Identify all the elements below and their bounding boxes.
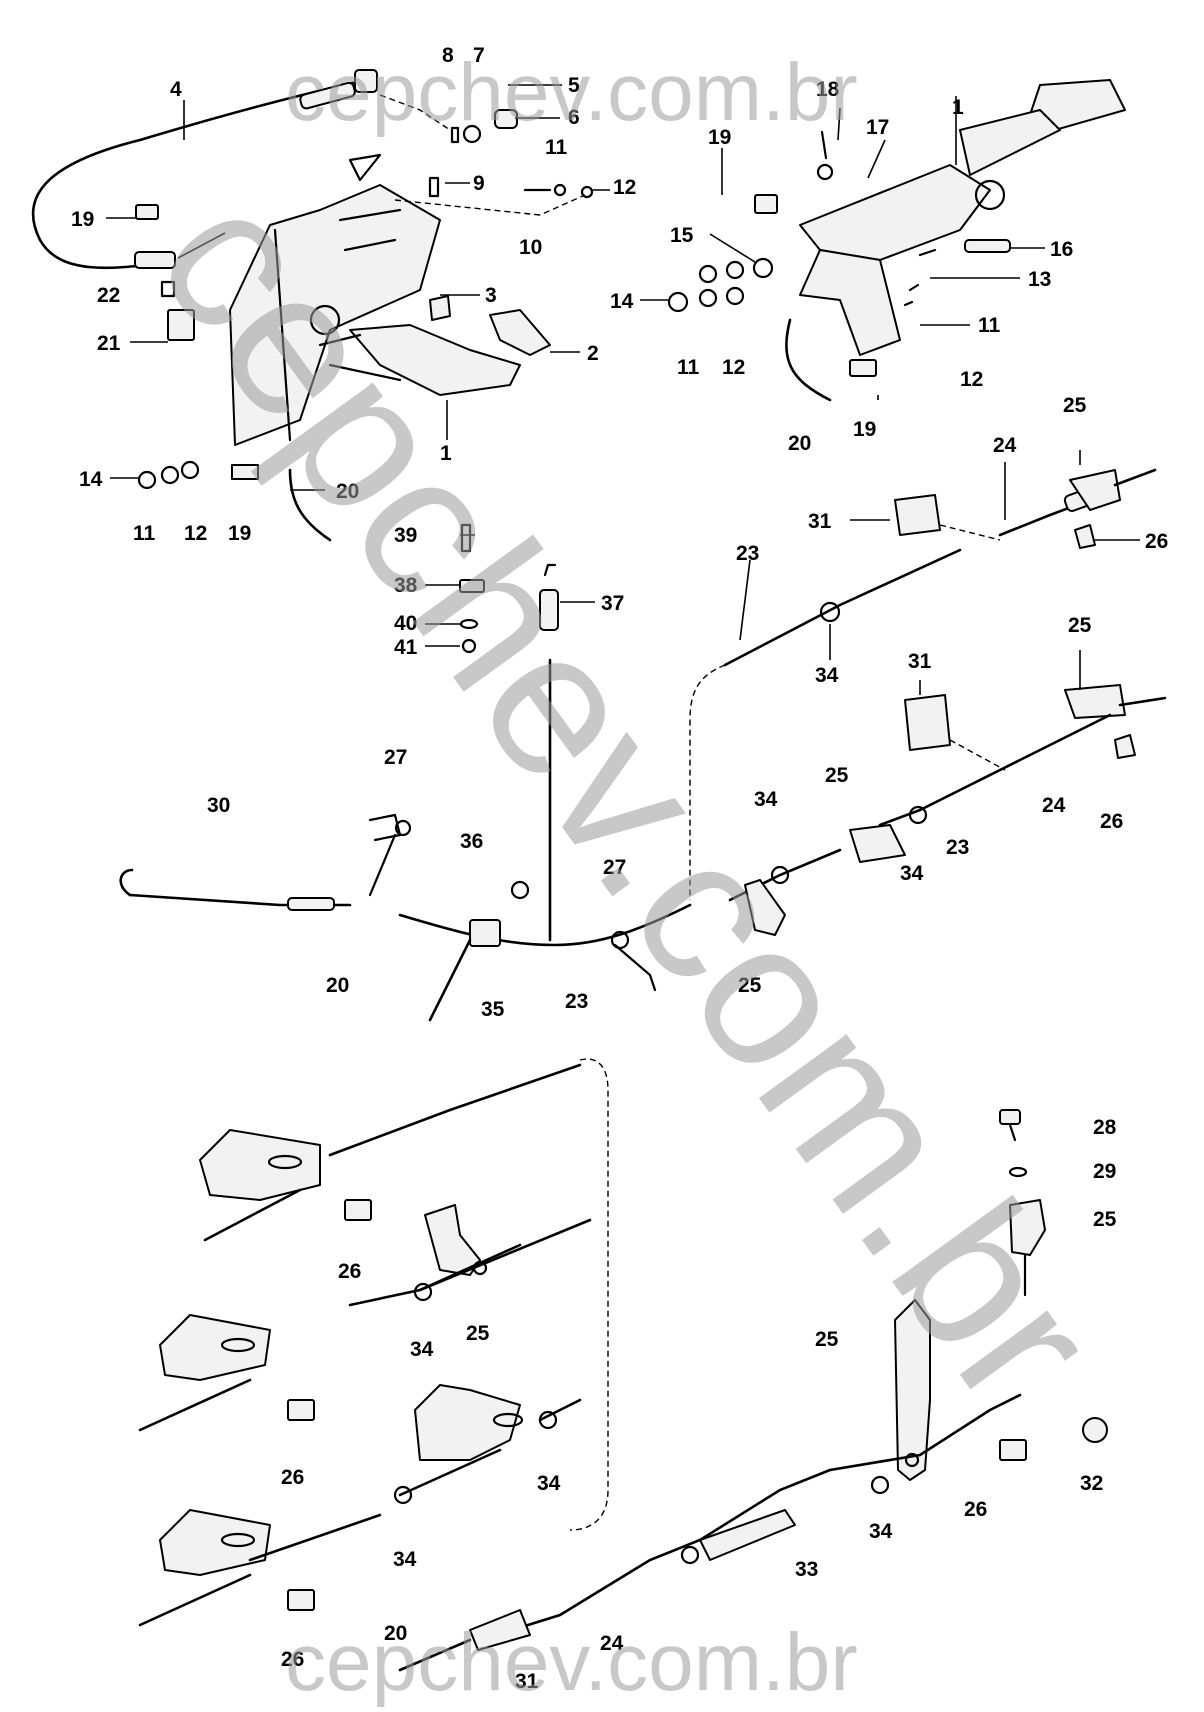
callout-18: 18 <box>816 78 840 101</box>
callout-23: 23 <box>736 542 759 565</box>
cable-system-bottom-right <box>398 1109 1108 1672</box>
callout-22: 22 <box>97 284 120 307</box>
callout-25: 25 <box>466 1322 490 1345</box>
lever-assembly-left <box>31 69 594 542</box>
callout-25: 25 <box>825 764 849 787</box>
callout-34: 34 <box>900 862 924 885</box>
callout-6: 6 <box>568 106 580 129</box>
callout-39: 39 <box>394 524 417 547</box>
callout-34: 34 <box>393 1548 417 1571</box>
callout-10: 10 <box>519 236 542 259</box>
callout-24: 24 <box>993 434 1017 457</box>
callout-11: 11 <box>978 314 1001 337</box>
callout-26: 26 <box>281 1466 304 1489</box>
callout-19: 19 <box>853 418 876 441</box>
callout-27: 27 <box>384 746 407 769</box>
callout-16: 16 <box>1050 238 1073 261</box>
callout-24: 24 <box>1042 794 1066 817</box>
callout-9: 9 <box>473 172 485 195</box>
callout-20: 20 <box>326 974 349 997</box>
callout-4: 4 <box>170 78 182 101</box>
callout-19: 19 <box>228 522 251 545</box>
callout-35: 35 <box>481 998 505 1021</box>
callout-19: 19 <box>708 126 731 149</box>
callout-27: 27 <box>603 856 626 879</box>
callout-1: 1 <box>440 442 452 465</box>
callout-11: 11 <box>133 522 156 545</box>
callout-11: 11 <box>545 136 568 159</box>
watermark-top: cepchev.com.br <box>285 47 858 138</box>
callout-26: 26 <box>281 1648 304 1671</box>
callout-11: 11 <box>677 356 700 379</box>
callout-13: 13 <box>1028 268 1051 291</box>
leader-lines <box>106 84 1140 695</box>
watermark-bottom: cepchev.com.br <box>285 1617 858 1708</box>
callout-29: 29 <box>1093 1160 1116 1183</box>
cable-system-middle <box>119 468 1167 1022</box>
callout-30: 30 <box>207 794 230 817</box>
callout-labels: 1 1 2 3 4 5 6 7 8 9 10 11 12 11 12 14 19… <box>71 44 1168 1693</box>
callout-34: 34 <box>815 664 839 687</box>
callout-31: 31 <box>515 1670 539 1693</box>
callout-14: 14 <box>610 290 634 313</box>
callout-40: 40 <box>394 612 417 635</box>
callout-31: 31 <box>908 650 932 673</box>
callout-12: 12 <box>184 522 207 545</box>
callout-26: 26 <box>964 1498 987 1521</box>
callout-26: 26 <box>338 1260 361 1283</box>
callout-32: 32 <box>1080 1472 1103 1495</box>
callout-37: 37 <box>601 592 624 615</box>
callout-23: 23 <box>946 836 969 859</box>
callout-41: 41 <box>394 636 418 659</box>
callout-20: 20 <box>336 480 359 503</box>
callout-3: 3 <box>485 284 497 307</box>
callout-25: 25 <box>815 1328 839 1351</box>
callout-19: 19 <box>71 208 94 231</box>
callout-12: 12 <box>613 176 636 199</box>
callout-28: 28 <box>1093 1116 1117 1139</box>
callout-5: 5 <box>568 74 580 97</box>
callout-36: 36 <box>460 830 483 853</box>
callout-23: 23 <box>565 990 588 1013</box>
callout-25: 25 <box>1063 394 1087 417</box>
callout-38: 38 <box>394 574 418 597</box>
callout-1: 1 <box>952 96 964 119</box>
callout-24: 24 <box>600 1632 624 1655</box>
callout-26: 26 <box>1145 530 1168 553</box>
cable-system-bottom-left <box>138 1058 609 1627</box>
callout-34: 34 <box>754 788 778 811</box>
callout-17: 17 <box>866 116 889 139</box>
callout-25: 25 <box>738 974 762 997</box>
callout-34: 34 <box>869 1520 893 1543</box>
callout-14: 14 <box>79 468 103 491</box>
watermark-diagonal: cepchev.com.br <box>114 151 1141 1444</box>
callout-20: 20 <box>384 1622 407 1645</box>
callout-34: 34 <box>537 1472 561 1495</box>
callout-31: 31 <box>808 510 832 533</box>
callout-21: 21 <box>97 332 121 355</box>
callout-25: 25 <box>1068 614 1092 637</box>
lever-assembly-right <box>667 79 1126 402</box>
callout-20: 20 <box>788 432 811 455</box>
callout-34: 34 <box>410 1338 434 1361</box>
callout-33: 33 <box>795 1558 818 1581</box>
callout-26: 26 <box>1100 810 1123 833</box>
callout-25: 25 <box>1093 1208 1117 1231</box>
callout-12: 12 <box>722 356 745 379</box>
callout-7: 7 <box>473 44 485 67</box>
callout-8: 8 <box>442 44 454 67</box>
callout-2: 2 <box>587 342 599 365</box>
callout-12: 12 <box>960 368 983 391</box>
callout-15: 15 <box>670 224 694 247</box>
